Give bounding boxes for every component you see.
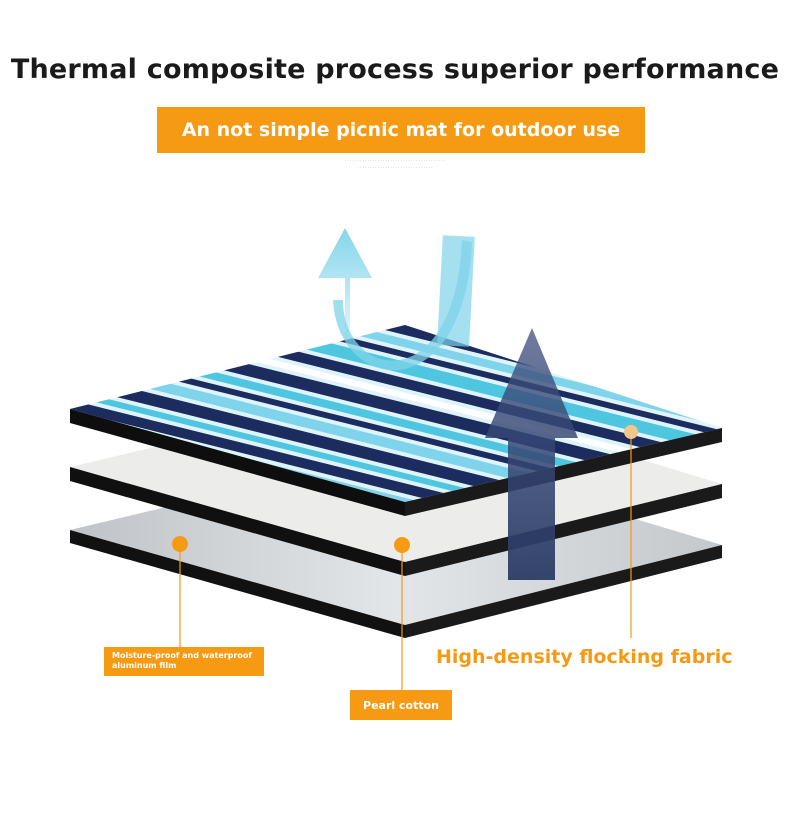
marker-dot (624, 425, 638, 439)
pearl-cotton-label: Pearl cotton (350, 690, 452, 720)
barrier-arrow (485, 328, 578, 580)
aluminum-film-label: Moisture-proof and waterproof aluminum f… (104, 647, 264, 676)
subtitle-banner: An not simple picnic mat for outdoor use (157, 107, 645, 153)
fine-print-line: · · · · · · · · · · · · · · · · · · · · … (344, 158, 446, 163)
page-title: Thermal composite process superior perfo… (10, 54, 780, 85)
reflection-arrow (318, 228, 475, 371)
fine-print-line: · · · · · · · · · · · · · · · · · · · · … (357, 165, 433, 170)
flocking-fabric-label: High-density flocking fabric (436, 646, 733, 668)
marker-dot (172, 536, 188, 552)
callout-lines (172, 425, 638, 692)
subtitle-text: An not simple picnic mat for outdoor use (181, 119, 621, 141)
marker-dot (394, 537, 410, 553)
